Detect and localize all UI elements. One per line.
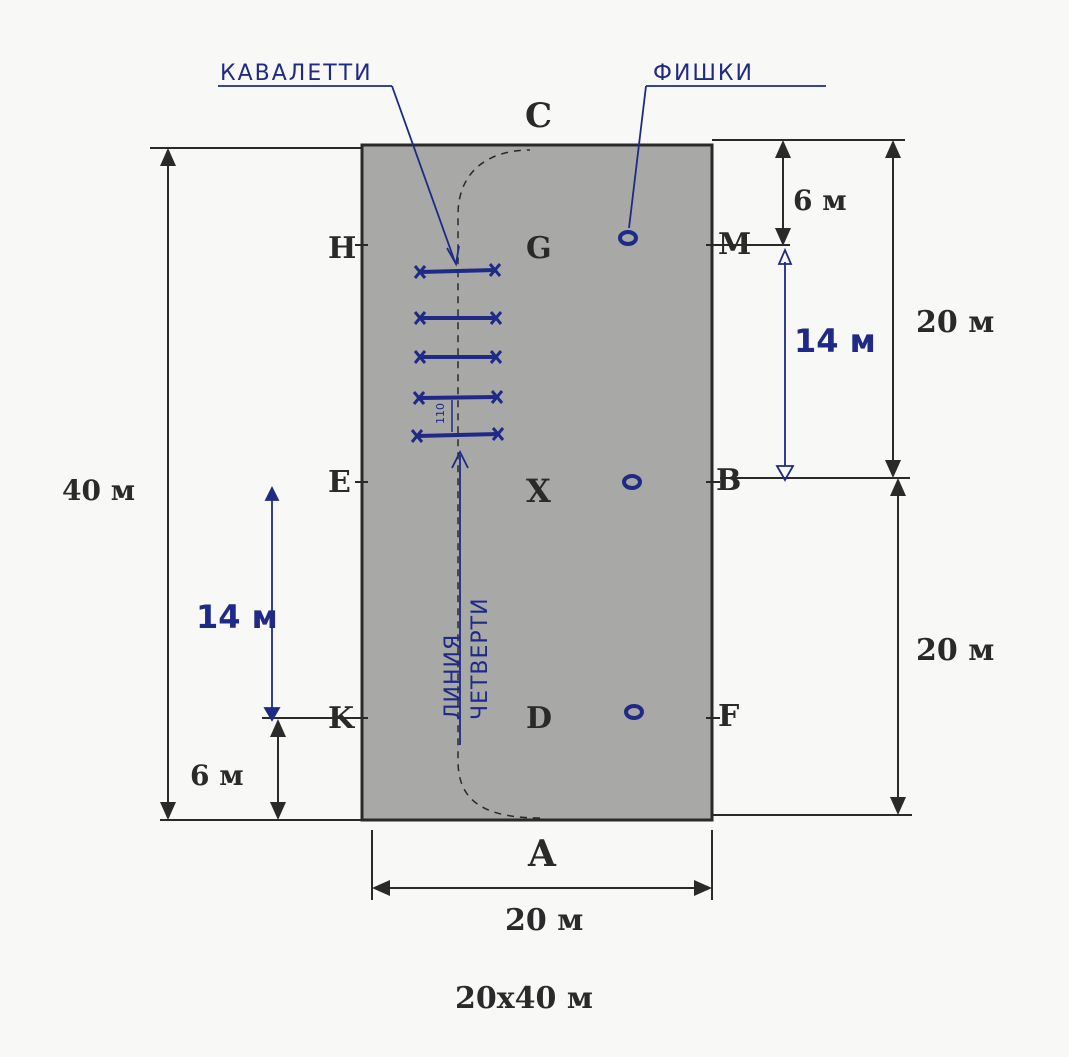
- dimension-width-line: [371, 830, 713, 900]
- quarter-line-label-bottom: ЧЕТВЕРТИ: [468, 597, 493, 720]
- letter-b: B: [716, 463, 741, 498]
- cavaletti-crosses: [410, 263, 505, 443]
- letter-a: A: [527, 833, 557, 875]
- label-arena-size: 20x40 м: [455, 981, 593, 1016]
- letter-h: H: [328, 231, 356, 266]
- letter-k: K: [328, 701, 355, 736]
- label-right-20m-lower: 20 м: [916, 633, 994, 668]
- cone-g: [618, 230, 638, 246]
- arena-rectangle: [360, 143, 714, 822]
- cavaletti-callout: [218, 85, 460, 267]
- spacing-label: 110: [434, 403, 447, 424]
- right-14m-label: 14 м: [794, 322, 876, 360]
- dimension-left-6m-line: [262, 717, 355, 820]
- label-left-6m: 6 м: [190, 759, 244, 792]
- cone-x: [622, 474, 642, 490]
- cones: [618, 230, 644, 720]
- quarter-line-arrow: [451, 449, 469, 745]
- quarter-line-label-top: ЛИНИЯ: [441, 634, 466, 720]
- letter-c: C: [525, 96, 552, 136]
- right-14m-arrow: [775, 247, 795, 482]
- letter-d: D: [526, 701, 552, 736]
- quarter-line-path: [457, 149, 541, 819]
- cavaletti-label: КАВАЛЕТТИ: [220, 61, 373, 86]
- letter-x: X: [526, 472, 551, 510]
- letter-f: F: [718, 699, 739, 734]
- letter-m: M: [718, 227, 751, 262]
- dimension-right-lines: [712, 139, 912, 816]
- label-width-20m: 20 м: [505, 903, 583, 938]
- cavaletti-poles: [415, 268, 500, 438]
- dimension-40m-line: [150, 147, 362, 821]
- letter-ticks: [355, 244, 720, 719]
- letter-g: G: [526, 231, 552, 266]
- left-14m-label: 14 м: [196, 598, 278, 636]
- cones-label: ФИШКИ: [653, 61, 754, 86]
- label-right-6m: 6 м: [793, 184, 847, 217]
- label-40m: 40 м: [62, 474, 135, 507]
- left-14m-arrow: [263, 485, 281, 722]
- cones-callout: [628, 85, 826, 229]
- label-right-20m-upper: 20 м: [916, 305, 994, 340]
- cone-d: [624, 704, 644, 720]
- letter-e: E: [328, 465, 351, 500]
